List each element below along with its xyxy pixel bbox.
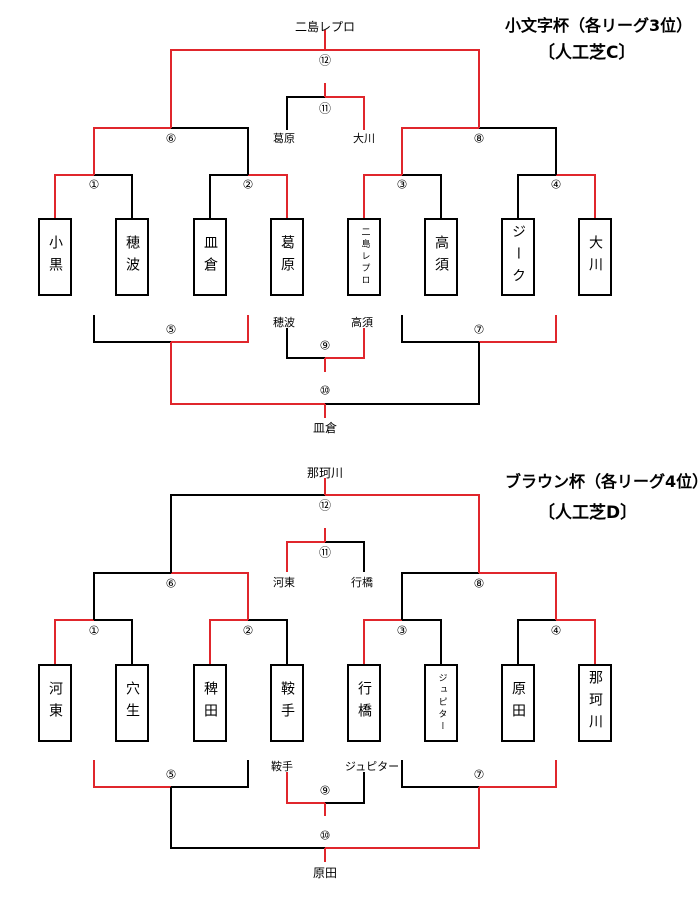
match-number: ⑫ (317, 53, 333, 69)
champion-bottom-label: 皿倉 (312, 421, 338, 435)
team-box: 河東 (38, 664, 72, 742)
team-name: 行橋 (356, 681, 372, 725)
champion-top-label: 二島レプロ (294, 20, 356, 34)
team-name: 二島レプロ (359, 227, 370, 287)
team-name: 那珂川 (587, 670, 603, 736)
match-number: ③ (394, 623, 410, 639)
match-number: ② (240, 623, 256, 639)
team-box: 葛原 (270, 218, 304, 296)
consolation-right-label: 高須 (351, 316, 373, 329)
match-number: ④ (548, 623, 564, 639)
team-box: ジーク (501, 218, 535, 296)
team-box: 原田 (501, 664, 535, 742)
team-box: 穴生 (115, 664, 149, 742)
match-number: ① (86, 623, 102, 639)
team-name: 大川 (587, 235, 603, 279)
team-box: ジュピター (424, 664, 458, 742)
team-box: 行橋 (347, 664, 381, 742)
match-number: ⑧ (471, 131, 487, 147)
bracket-title: ブラウン杯（各リーグ4位） (505, 472, 700, 491)
match-number: ⑪ (317, 101, 333, 117)
team-name: 河東 (47, 681, 63, 725)
match-number: ⑪ (317, 545, 333, 561)
match-number: ⑤ (163, 767, 179, 783)
match-number: ⑩ (317, 828, 333, 844)
team-name: 鞍手 (279, 681, 295, 725)
match-number: ⑦ (471, 322, 487, 338)
team-name: 小黒 (47, 235, 63, 279)
team-box: 皿倉 (193, 218, 227, 296)
consolation-left-label: 穂波 (273, 316, 295, 329)
match-number: ⑫ (317, 498, 333, 514)
team-name: 葛原 (279, 235, 295, 279)
match-number: ⑨ (317, 783, 333, 799)
team-name: 高須 (433, 235, 449, 279)
bracket-venue: 〔人工芝D〕 (538, 503, 638, 523)
bracket-brown-cup: ブラウン杯（各リーグ4位） 〔人工芝D〕 那珂川 河東 行橋 鞍手 ジュピター … (0, 450, 700, 900)
match-number: ⑤ (163, 322, 179, 338)
team-name: 穴生 (124, 681, 140, 725)
match-number: ⑥ (163, 576, 179, 592)
bracket-title: 小文字杯（各リーグ3位） (505, 16, 693, 35)
match-number: ① (86, 177, 102, 193)
match-number: ⑧ (471, 576, 487, 592)
match-number: ③ (394, 177, 410, 193)
team-box: 那珂川 (578, 664, 612, 742)
bracket-venue: 〔人工芝C〕 (538, 43, 636, 63)
team-name: ジーク (510, 224, 526, 290)
team-box: 大川 (578, 218, 612, 296)
team-name: 皿倉 (202, 235, 218, 279)
bracket-lines (54, 478, 596, 862)
champion-bottom-label: 原田 (312, 866, 338, 880)
final-right-label: 行橋 (351, 576, 373, 589)
consolation-left-label: 鞍手 (271, 760, 293, 773)
final-left-label: 葛原 (273, 132, 295, 145)
team-box: 穂波 (115, 218, 149, 296)
match-number: ② (240, 177, 256, 193)
match-number: ⑥ (163, 131, 179, 147)
final-left-label: 河東 (273, 576, 295, 589)
champion-top-label: 那珂川 (306, 466, 344, 480)
match-number: ⑨ (317, 338, 333, 354)
match-number: ④ (548, 177, 564, 193)
bracket-small-cup: 小文字杯（各リーグ3位） 〔人工芝C〕 二島レプロ 葛原 大川 穂波 高須 皿倉… (38, 16, 693, 435)
match-number: ⑩ (317, 383, 333, 399)
match-number: ⑦ (471, 767, 487, 783)
consolation-right-label: ジュピター (344, 760, 400, 773)
team-name: 穂波 (124, 235, 140, 279)
bracket-lines (54, 30, 596, 418)
final-right-label: 大川 (353, 132, 375, 145)
team-name: 原田 (510, 681, 526, 725)
team-box: 鞍手 (270, 664, 304, 742)
team-box: 二島レプロ (347, 218, 381, 296)
team-box: 小黒 (38, 218, 72, 296)
team-box: 高須 (424, 218, 458, 296)
team-name: ジュピター (436, 673, 447, 733)
team-box: 稗田 (193, 664, 227, 742)
team-name: 稗田 (202, 681, 218, 725)
